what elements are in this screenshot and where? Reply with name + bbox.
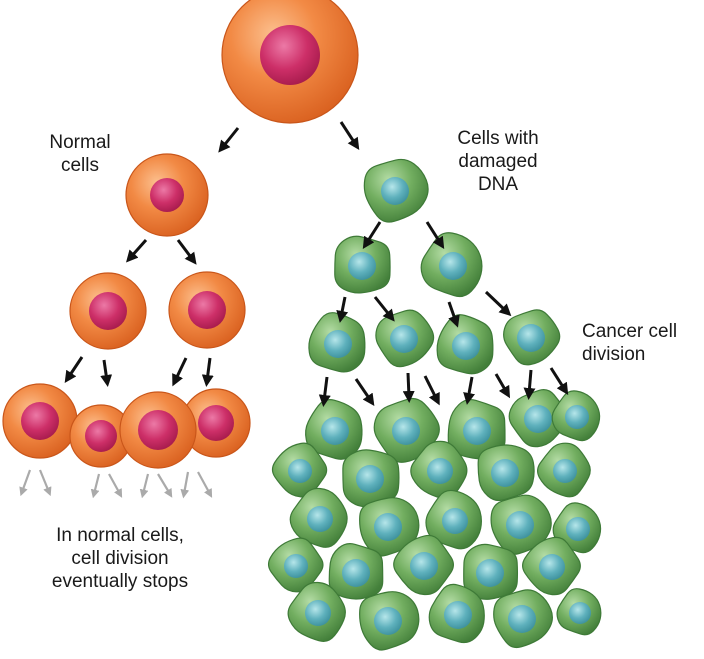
cancer-cell-icon (436, 314, 494, 375)
normal-cells-label: Normal cells (49, 132, 111, 176)
faded-arrow-icon (197, 471, 213, 498)
normal-cell-branch (2, 0, 359, 469)
normal-cell-icon (2, 383, 78, 459)
cancer-cell-icon (410, 440, 468, 500)
cancer-cell-icon (328, 543, 384, 600)
arrow-icon (100, 359, 113, 387)
cancer-cell-icon (359, 497, 420, 557)
cancer-cell-icon (375, 309, 435, 368)
cancer-cell-icon (463, 543, 519, 600)
cancer-cell-icon (508, 389, 568, 448)
cancer-cell-icon (289, 487, 348, 548)
normal-cell-icon (119, 391, 197, 469)
normal-cell-icon (125, 153, 209, 237)
arrow-icon (176, 239, 197, 265)
cancer-cell-icon (271, 442, 328, 498)
cancer-cell-icon (551, 390, 601, 442)
cancer-cell-branch (267, 158, 602, 651)
normal-cell-icon (168, 271, 246, 349)
cancer-cell-icon (477, 444, 535, 502)
cancer-cell-icon (287, 581, 346, 643)
cancer-cell-icon (308, 312, 366, 373)
arrow-icon (318, 376, 331, 407)
cancer-cell-icon (373, 397, 440, 463)
arrow-icon (126, 239, 148, 263)
normal-cell-icon (221, 0, 359, 124)
arrow-icon (484, 290, 512, 317)
cancer-cell-icon (503, 309, 561, 366)
division-stops-label: In normal cells, cell division eventuall… (51, 525, 189, 592)
arrow-icon (373, 296, 395, 322)
cancer-cell-icon (359, 591, 420, 651)
arrow-icon (549, 367, 569, 396)
arrow-icon (362, 221, 382, 250)
cancer-cell-icon (267, 537, 324, 593)
faded-arrow-icon (19, 469, 32, 497)
faded-arrow-icon (139, 473, 150, 499)
damaged-dna-label: Cells with damaged DNA (457, 128, 539, 195)
cancer-cell-icon (425, 489, 482, 550)
division-arrows (19, 121, 569, 499)
arrow-icon (64, 356, 84, 383)
normal-cell-icon (69, 404, 133, 468)
cancer-cell-icon (305, 399, 363, 460)
arrow-icon (336, 296, 349, 323)
normal-cell-icon (181, 388, 251, 458)
arrow-icon (172, 357, 188, 387)
faded-arrow-icon (108, 473, 123, 498)
arrow-icon (423, 375, 440, 406)
faded-arrow-icon (38, 469, 52, 497)
cancer-cell-icon (556, 588, 602, 636)
arrow-icon (494, 373, 511, 399)
arrow-icon (463, 376, 475, 405)
arrow-icon (201, 357, 214, 387)
faded-arrow-icon (157, 473, 173, 498)
arrow-icon (339, 121, 360, 151)
cancer-cell-icon (537, 442, 591, 498)
arrow-icon (218, 127, 240, 153)
cancer-cell-icon (493, 589, 553, 649)
arrow-icon (447, 301, 460, 328)
cancer-cell-icon (393, 534, 454, 596)
cancer-cell-icon (420, 232, 483, 298)
cancer-division-label: Cancer cell division (582, 321, 678, 365)
cancer-cell-icon (522, 536, 581, 596)
cancer-cell-icon (334, 235, 391, 294)
cancer-cell-icon (428, 583, 485, 644)
arrow-icon (523, 369, 536, 400)
cancer-cell-icon (342, 449, 400, 508)
arrow-icon (354, 378, 375, 406)
arrow-icon (425, 221, 445, 250)
arrow-icon (402, 372, 415, 403)
normal-cell-icon (69, 272, 147, 350)
faded-arrow-icon (90, 473, 101, 499)
faded-arrow-icon (180, 471, 190, 499)
cancer-cell-icon (363, 158, 429, 223)
cancer-cell-icon (490, 494, 552, 555)
